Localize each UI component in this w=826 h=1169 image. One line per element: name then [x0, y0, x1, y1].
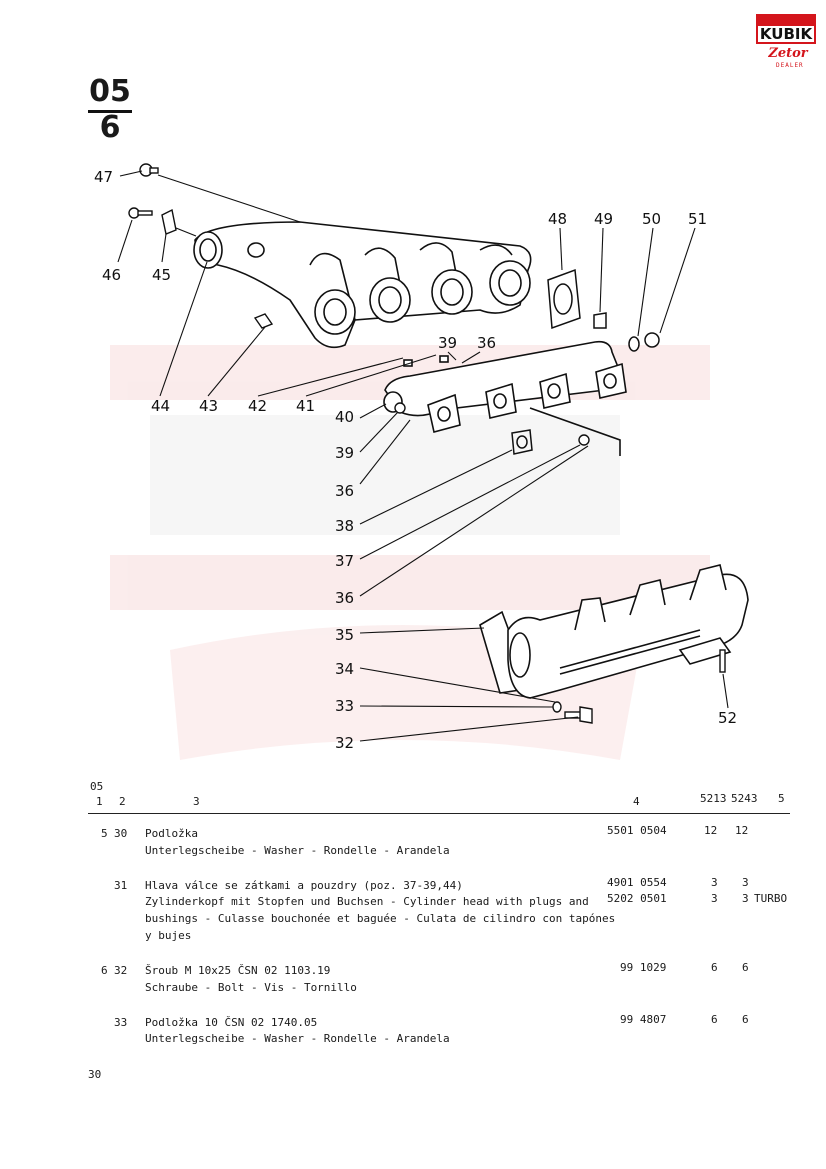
row-description: Podložka [145, 827, 198, 840]
row-description: Unterlegscheibe - Washer - Rondelle - Ar… [145, 1032, 450, 1045]
row-col-1: 6 [101, 964, 108, 977]
lower-manifold [383, 340, 627, 456]
row-part-number: 4901 0554 [607, 876, 667, 889]
logo-brand: KUBIK [756, 24, 816, 44]
section-sub-number: 6 [99, 110, 121, 145]
bottom-manifold [479, 564, 749, 699]
header-col-1: 1 [96, 795, 103, 808]
row-qty-1: 6 [711, 961, 718, 974]
callout-36-mid: 36 [335, 482, 355, 500]
logo-sub: Zetor [768, 46, 808, 61]
plug-39 [394, 402, 406, 414]
callout-44: 44 [151, 397, 171, 415]
row-description: Šroub M 10x25 ČSN 02 1103.19 [145, 964, 331, 977]
row-col-2: 30 [114, 827, 128, 840]
callout-37: 37 [335, 552, 355, 570]
callout-38: 38 [335, 517, 355, 535]
callout-42: 42 [248, 397, 268, 415]
row-col-1: 5 [101, 827, 108, 840]
logo-dealer: DEALER [776, 62, 804, 69]
row-qty-2: 6 [742, 961, 749, 974]
row-description: Hlava válce se zátkami a pouzdry (poz. 3… [145, 879, 463, 892]
header-model-1: 5213 [700, 792, 727, 805]
callout-35: 35 [335, 626, 355, 644]
section-divider [88, 110, 132, 113]
row-part-number: 5202 0501 [607, 892, 667, 905]
callout-51: 51 [688, 210, 708, 228]
row-qty-1: 12 [704, 824, 718, 837]
callout-47: 47 [94, 168, 114, 186]
callout-33: 33 [335, 697, 355, 715]
header-col-5: 5 [778, 792, 785, 805]
row-description: Podložka 10 ČSN 02 1740.05 [145, 1016, 318, 1029]
callout-46: 46 [102, 266, 122, 284]
callout-34: 34 [335, 660, 355, 678]
row-description: y bujes [145, 929, 192, 942]
row-qty-1: 3 [711, 892, 718, 905]
row-description: Unterlegscheibe - Washer - Rondelle - Ar… [145, 844, 450, 857]
callout-40: 40 [335, 408, 355, 426]
row-qty-1: 6 [711, 1013, 718, 1026]
row-qty-1: 3 [711, 876, 718, 889]
callout-39-top: 39 [438, 334, 458, 352]
row-part-number: 99 1029 [620, 961, 667, 974]
header-col-4: 4 [633, 795, 640, 808]
row-description: Schraube - Bolt - Vis - Tornillo [145, 981, 357, 994]
callout-39-mid: 39 [335, 444, 355, 462]
callout-36-top: 36 [477, 334, 497, 352]
page-number: 30 [88, 1068, 102, 1081]
row-col-2: 33 [114, 1016, 128, 1029]
header-col-2: 2 [119, 795, 126, 808]
kubik-zetor-logo: KUBIK Zetor DEALER [756, 14, 816, 70]
row-note: TURBO [754, 892, 788, 905]
row-part-number: 99 4807 [620, 1013, 667, 1026]
table-group: 05 [90, 780, 104, 793]
upper-manifold [193, 221, 532, 349]
row-col-2: 31 [114, 879, 128, 892]
row-qty-2: 3 [742, 876, 749, 889]
callout-41: 41 [296, 397, 316, 415]
callout-45: 45 [152, 266, 172, 284]
row-col-2: 32 [114, 964, 128, 977]
callout-36-low: 36 [335, 589, 355, 607]
gasket-38 [511, 429, 533, 455]
header-model-2: 5243 [731, 792, 758, 805]
row-qty-2: 6 [742, 1013, 749, 1026]
stud-36 [578, 434, 590, 446]
section-number: 05 [89, 74, 131, 109]
callout-32: 32 [335, 734, 355, 752]
callout-50: 50 [642, 210, 662, 228]
exhaust-manifold-diagram [110, 163, 749, 760]
row-qty-2: 3 [742, 892, 749, 905]
callout-43: 43 [199, 397, 219, 415]
callout-49: 49 [594, 210, 614, 228]
row-description: Zylinderkopf mit Stopfen und Buchsen - C… [145, 895, 589, 908]
row-description: bushings - Culasse bouchonée et baguée -… [145, 912, 616, 925]
header-col-3: 3 [193, 795, 200, 808]
row-qty-2: 12 [735, 824, 749, 837]
callout-48: 48 [548, 210, 568, 228]
callout-52: 52 [718, 709, 738, 727]
row-part-number: 5501 0504 [607, 824, 667, 837]
leader-lines [117, 170, 729, 742]
header-rule [88, 813, 790, 814]
bolts-upper [128, 163, 274, 329]
gasket-48 [547, 268, 581, 330]
logo-bar [756, 14, 816, 24]
small-parts-49-51 [593, 312, 660, 352]
bolt-32-33 [552, 649, 726, 724]
